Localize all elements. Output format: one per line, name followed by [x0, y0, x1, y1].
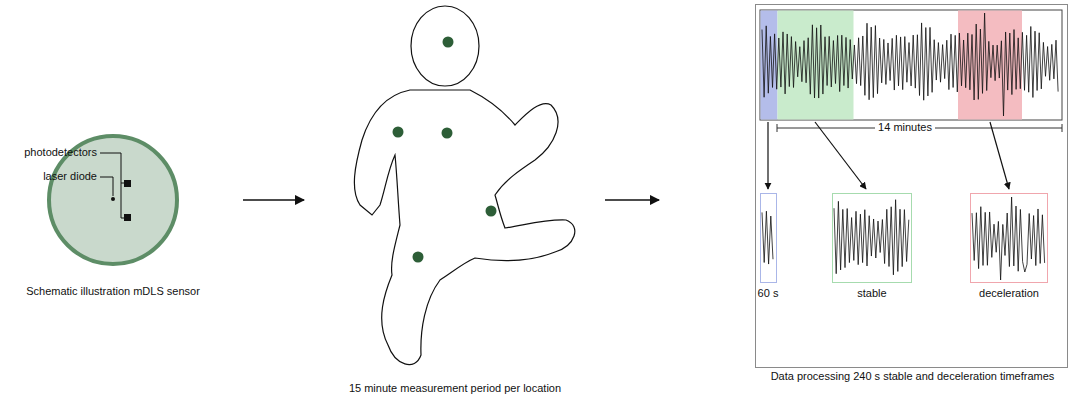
infant-silhouette — [305, 0, 605, 401]
zoom-arrow — [767, 122, 768, 189]
band-stable — [778, 11, 854, 120]
photodetector — [124, 214, 131, 221]
zoom-frame — [970, 193, 1048, 283]
caption: Schematic illustration mDLS sensor — [0, 284, 243, 298]
part-label: photodetectors — [21, 146, 100, 159]
zoom-arrow — [815, 122, 866, 189]
flow-arrow — [243, 199, 304, 201]
band-60s — [761, 11, 778, 120]
caption: Data processing 240 s stable and deceler… — [755, 369, 1070, 383]
signal-trace — [762, 211, 773, 264]
caption: 15 minute measurement period per locatio… — [305, 381, 605, 395]
processing-panel: Data processing 240 s stable and deceler… — [660, 0, 1070, 401]
window-stable: stable — [832, 193, 912, 300]
window-60s: 60 s — [756, 193, 781, 300]
caption: deceleration — [979, 286, 1039, 300]
part-label: laser diode — [40, 170, 100, 183]
band-deceleration — [958, 11, 1022, 120]
flow-arrow — [605, 199, 659, 201]
panel-border — [755, 4, 1068, 368]
signal-plot — [760, 10, 1062, 120]
leader-line — [100, 177, 113, 196]
zoom-frame — [832, 193, 912, 283]
sensor-locations — [393, 37, 497, 263]
leader-line — [100, 153, 124, 218]
photodetector — [124, 180, 131, 187]
zoom-arrow — [990, 122, 1009, 189]
signal-trace — [762, 13, 1058, 116]
laser-diode — [111, 197, 115, 201]
zoom-frame — [760, 193, 777, 283]
window-deceleration: deceleration — [970, 193, 1048, 300]
caption: stable — [857, 286, 886, 300]
signal-trace — [834, 200, 909, 275]
signal-trace — [972, 197, 1045, 280]
caption: 60 s — [758, 286, 779, 300]
duration-label: 14 minutes — [875, 121, 935, 134]
infant-outline: 15 minute measurement period per locatio… — [305, 0, 605, 401]
